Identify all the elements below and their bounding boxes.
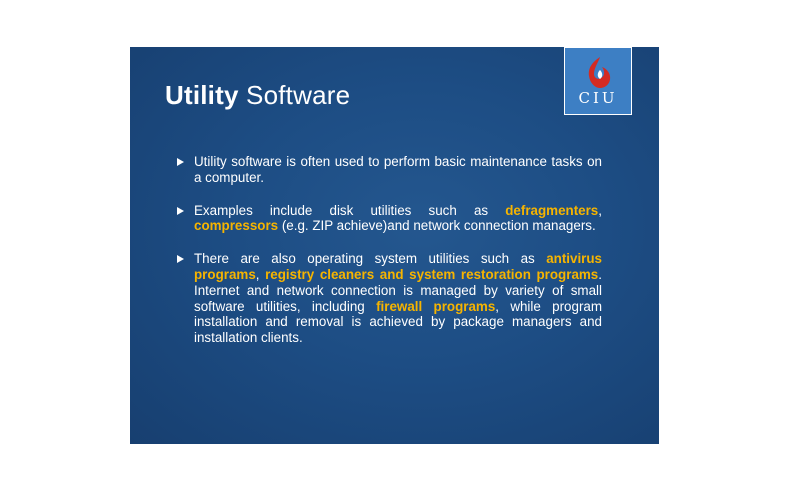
bullet-text: (e.g. ZIP achieve)and network connection… bbox=[278, 218, 596, 234]
title-rest: Software bbox=[238, 80, 351, 110]
logo-text: CIU bbox=[578, 89, 618, 107]
bullet-text: . Internet and network connection is man… bbox=[194, 266, 602, 314]
highlight-term: firewall programs bbox=[376, 298, 496, 314]
bullet-list: Utility software is often used to perfor… bbox=[177, 154, 602, 346]
ciu-logo: CIU bbox=[564, 47, 632, 115]
highlight-term: registry cleaners and system restoration… bbox=[265, 266, 599, 282]
bullet-text: , bbox=[598, 202, 602, 218]
bullet-text: Examples include disk utilities such as bbox=[194, 202, 506, 218]
slide-title: Utility Software bbox=[165, 79, 350, 111]
slide: Utility Software CIU Utility software is… bbox=[130, 47, 659, 444]
highlight-term: antivirus programs bbox=[194, 251, 602, 282]
bullet-text: Utility software is often used to perfor… bbox=[194, 154, 602, 185]
bullet-text: , while program installation and removal… bbox=[194, 298, 603, 346]
highlight-term: defragmenters bbox=[505, 202, 599, 218]
bullet-item: Utility software is often used to perfor… bbox=[177, 154, 602, 186]
bullet-item: Examples include disk utilities such as … bbox=[177, 203, 602, 235]
bullet-text: There are also operating system utilitie… bbox=[194, 251, 547, 267]
bullet-item: There are also operating system utilitie… bbox=[177, 251, 602, 346]
flame-logo-icon bbox=[588, 57, 611, 88]
bullet-arrow-icon bbox=[177, 206, 184, 215]
title-bold-word: Utility bbox=[165, 80, 239, 110]
bullet-text: , bbox=[255, 266, 266, 282]
bullet-arrow-icon bbox=[177, 158, 184, 166]
bullet-arrow-icon bbox=[177, 255, 184, 264]
highlight-term: compressors bbox=[194, 218, 279, 234]
